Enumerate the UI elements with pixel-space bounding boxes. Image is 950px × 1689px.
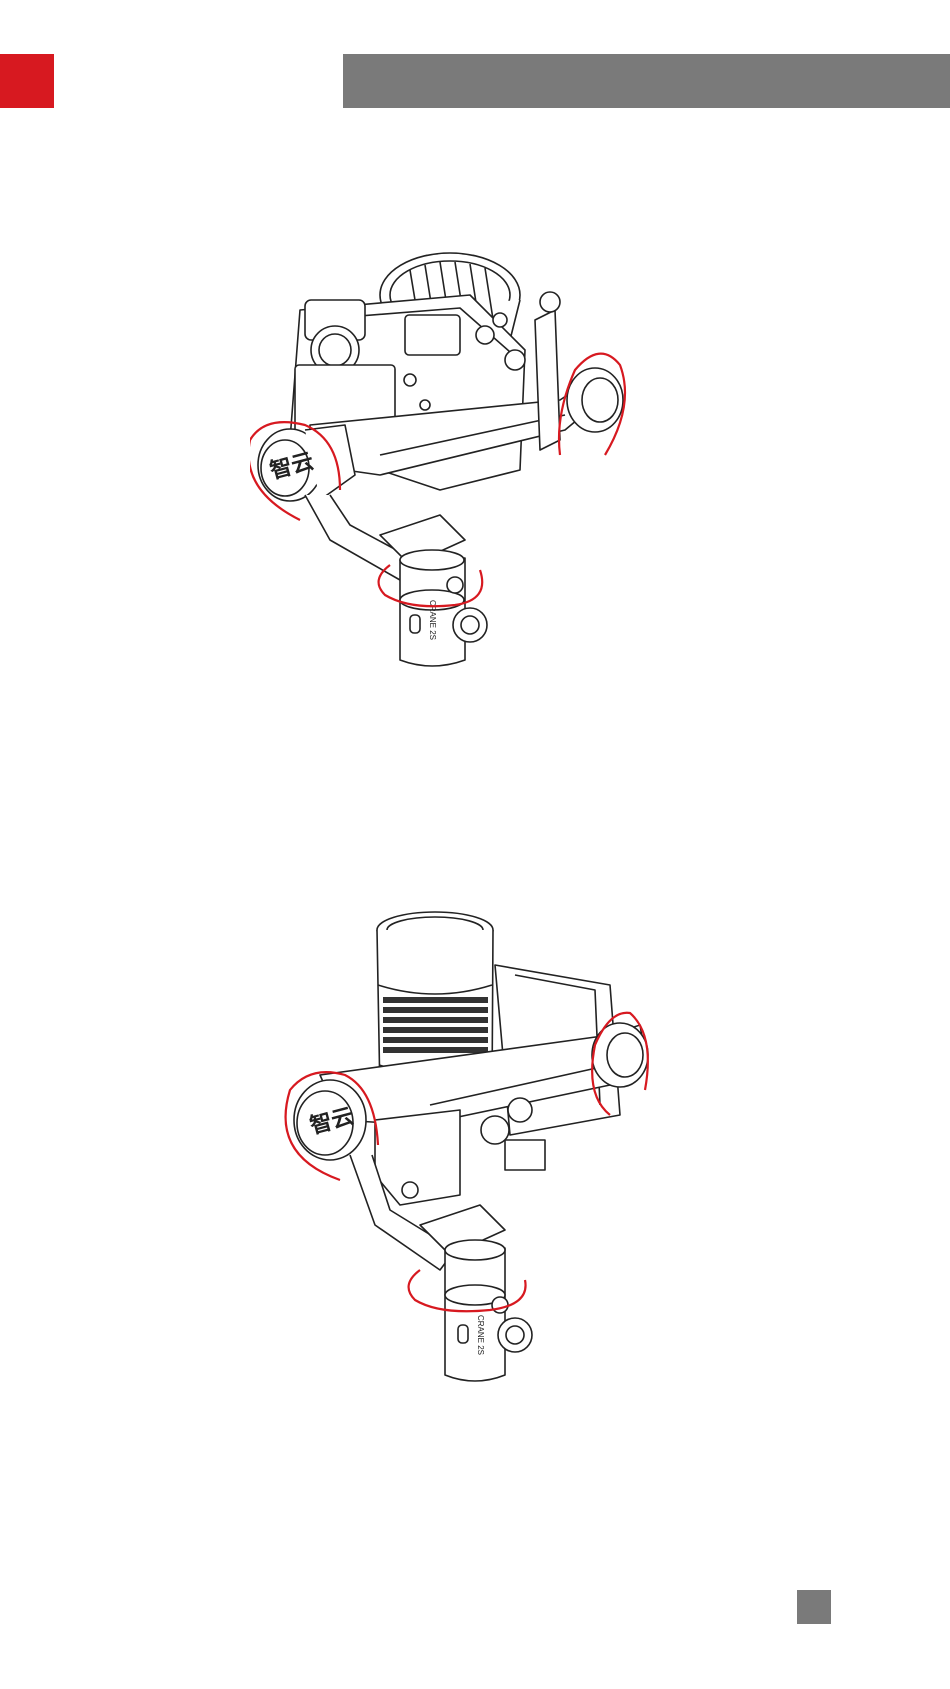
- gimbal-camera-illustration: 智云 CRANE 2S: [250, 240, 690, 720]
- handle-brand-text-2: CRANE 2S: [476, 1315, 485, 1355]
- header-title-bar: [343, 54, 950, 108]
- section-tab: [0, 54, 54, 108]
- gimbal-telephoto-illustration: 智云 CRANE 2S: [280, 905, 700, 1415]
- page-number-marker: [797, 1590, 831, 1624]
